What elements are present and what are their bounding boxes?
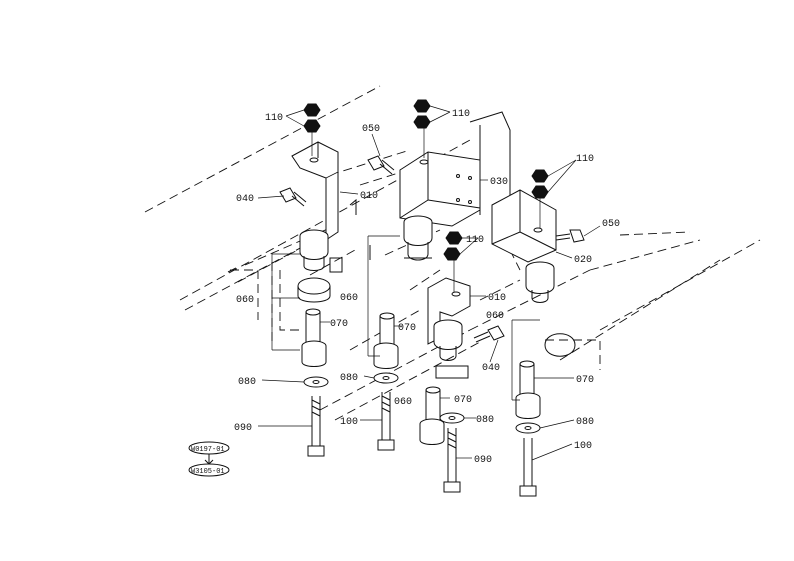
bolt-050-right bbox=[555, 229, 585, 243]
callout-070-a: 070 bbox=[330, 319, 348, 330]
callout-090-b: 090 bbox=[474, 455, 492, 466]
callout-050-b: 050 bbox=[602, 219, 620, 230]
callout-090-a: 090 bbox=[234, 423, 252, 434]
callout-080-a: 080 bbox=[238, 377, 256, 388]
mount-lower-c bbox=[419, 418, 445, 445]
callout-080-d: 080 bbox=[576, 417, 594, 428]
serial-end: W3105-01 bbox=[191, 468, 225, 476]
nut-110-c bbox=[531, 169, 549, 199]
callout-110-d: 110 bbox=[466, 235, 484, 246]
bracket-030 bbox=[399, 128, 481, 227]
mount-upper-mid bbox=[433, 319, 469, 379]
callout-labels: 110 110 110 110 050 050 010 010 030 040 … bbox=[234, 109, 620, 466]
washer-080-d bbox=[515, 422, 541, 434]
callout-060-a: 060 bbox=[236, 295, 254, 306]
washer-080-a bbox=[303, 376, 329, 388]
nut-110-b bbox=[413, 99, 431, 129]
bracket-010-left bbox=[291, 132, 339, 241]
callout-060-c: 060 bbox=[486, 311, 504, 322]
callout-010-a: 010 bbox=[360, 191, 378, 202]
callout-010-b: 010 bbox=[488, 293, 506, 304]
callout-110-b: 110 bbox=[452, 109, 470, 120]
mount-lower-b bbox=[373, 342, 399, 369]
callout-080-b: 080 bbox=[340, 373, 358, 384]
collar-070-d bbox=[519, 360, 535, 395]
callout-040-b: 040 bbox=[482, 363, 500, 374]
callout-030: 030 bbox=[490, 177, 508, 188]
mount-upper-left bbox=[297, 229, 331, 303]
bracket-020 bbox=[491, 189, 557, 263]
callout-100-a: 100 bbox=[340, 417, 358, 428]
nut-110-a bbox=[303, 103, 321, 133]
mount-upper-center bbox=[403, 215, 433, 261]
washer-080-b bbox=[373, 372, 399, 384]
nut-110-d bbox=[443, 231, 463, 261]
bolt-100-b bbox=[519, 438, 537, 497]
bolt-040-center bbox=[473, 325, 505, 343]
callout-100-b: 100 bbox=[574, 441, 592, 452]
collar-070-b bbox=[379, 312, 395, 347]
collar-070-a bbox=[305, 308, 321, 343]
mount-upper-right bbox=[525, 261, 555, 303]
serial-start: W0197-01 bbox=[191, 446, 225, 454]
mount-lower-d bbox=[515, 392, 541, 419]
collar-070-c bbox=[425, 386, 441, 421]
bolt-040-left bbox=[279, 187, 307, 207]
callout-070-b: 070 bbox=[398, 323, 416, 334]
callout-050-a: 050 bbox=[362, 124, 380, 135]
callout-070-c: 070 bbox=[454, 395, 472, 406]
callout-040-a: 040 bbox=[236, 194, 254, 205]
callout-060-d: 060 bbox=[394, 397, 412, 408]
callout-110-c: 110 bbox=[576, 154, 594, 165]
serial-range-box: W0197-01 W3105-01 bbox=[188, 441, 230, 477]
bolt-090-a bbox=[307, 396, 325, 457]
callout-060-b: 060 bbox=[340, 293, 358, 304]
leader-lines bbox=[257, 105, 601, 461]
callout-080-c: 080 bbox=[476, 415, 494, 426]
callout-110-a: 110 bbox=[265, 113, 283, 124]
bolt-100-a bbox=[377, 392, 395, 451]
washer-080-c bbox=[439, 412, 465, 424]
callout-070-d: 070 bbox=[576, 375, 594, 386]
callout-020: 020 bbox=[574, 255, 592, 266]
bolt-050-top bbox=[367, 155, 395, 175]
mount-lower-a bbox=[301, 340, 327, 367]
bolt-090-b bbox=[443, 428, 461, 493]
